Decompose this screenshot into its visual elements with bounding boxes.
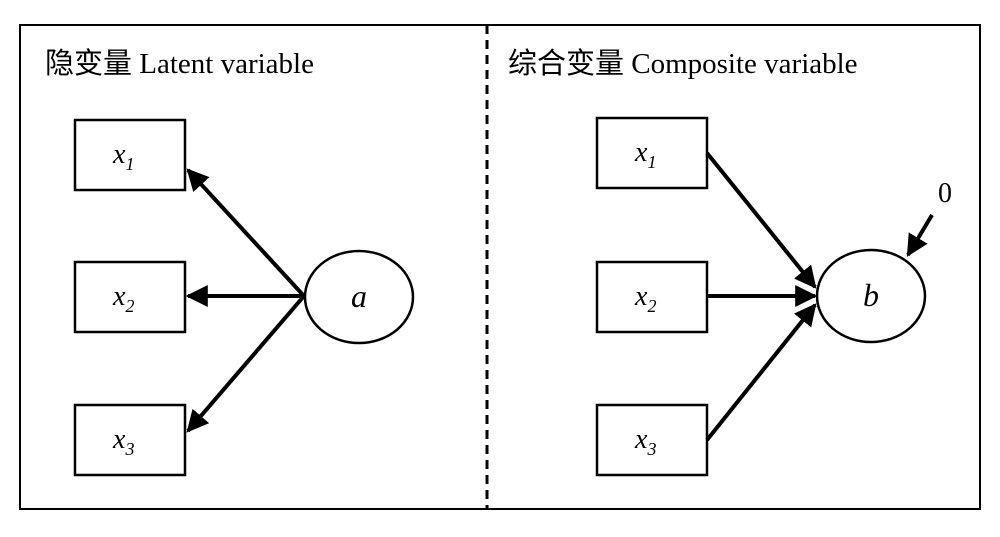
composite-indicator-label-x1: x1	[634, 137, 656, 172]
composite-node-label: b	[863, 277, 879, 313]
composite-panel-title: 综合变量 Composite variable	[508, 47, 858, 80]
latent-indicator-box-x3	[73, 403, 187, 477]
latent-indicator-label-x1: x1	[112, 139, 134, 174]
weight-arrow-x3-to-b	[705, 303, 817, 442]
latent-variable-panel: 隐变量 Latent variable x1 x2 x3 a	[45, 47, 415, 477]
error-term-label: 0	[938, 178, 952, 209]
figure-frame	[19, 24, 981, 510]
composite-indicator-label-x2: x2	[634, 281, 656, 316]
loading-arrow-a-to-x1	[186, 168, 306, 298]
latent-panel-title: 隐变量 Latent variable	[45, 47, 314, 80]
error-arrow-to-b	[906, 213, 934, 257]
composite-indicator-box-x1	[595, 116, 709, 190]
latent-indicator-box-x2	[73, 260, 187, 334]
latent-indicator-label-x2: x2	[112, 281, 134, 316]
composite-variable-panel: 综合变量 Composite variable x1 x2 x3 b 0	[508, 47, 952, 477]
latent-node-label: a	[351, 278, 367, 314]
weight-arrow-x1-to-b	[705, 151, 817, 289]
latent-indicator-box-x1	[73, 118, 187, 192]
loading-arrow-a-to-x3	[186, 294, 306, 433]
latent-indicator-label-x3: x3	[112, 424, 134, 459]
composite-indicator-label-x3: x3	[634, 424, 656, 459]
composite-indicator-box-x3	[595, 403, 709, 477]
